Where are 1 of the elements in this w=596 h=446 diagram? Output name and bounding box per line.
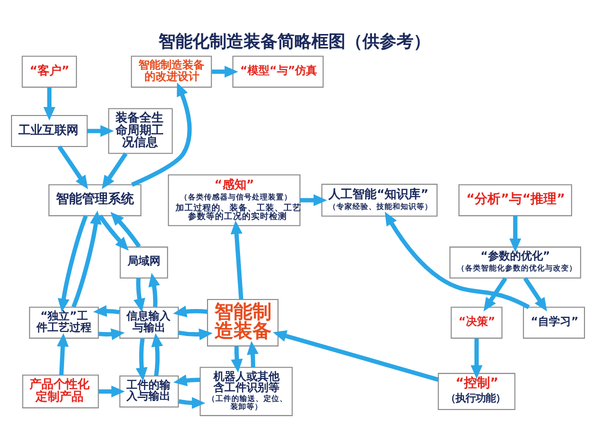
diagram-title: 智能化制造装备简略框图（供参考）	[158, 32, 430, 52]
